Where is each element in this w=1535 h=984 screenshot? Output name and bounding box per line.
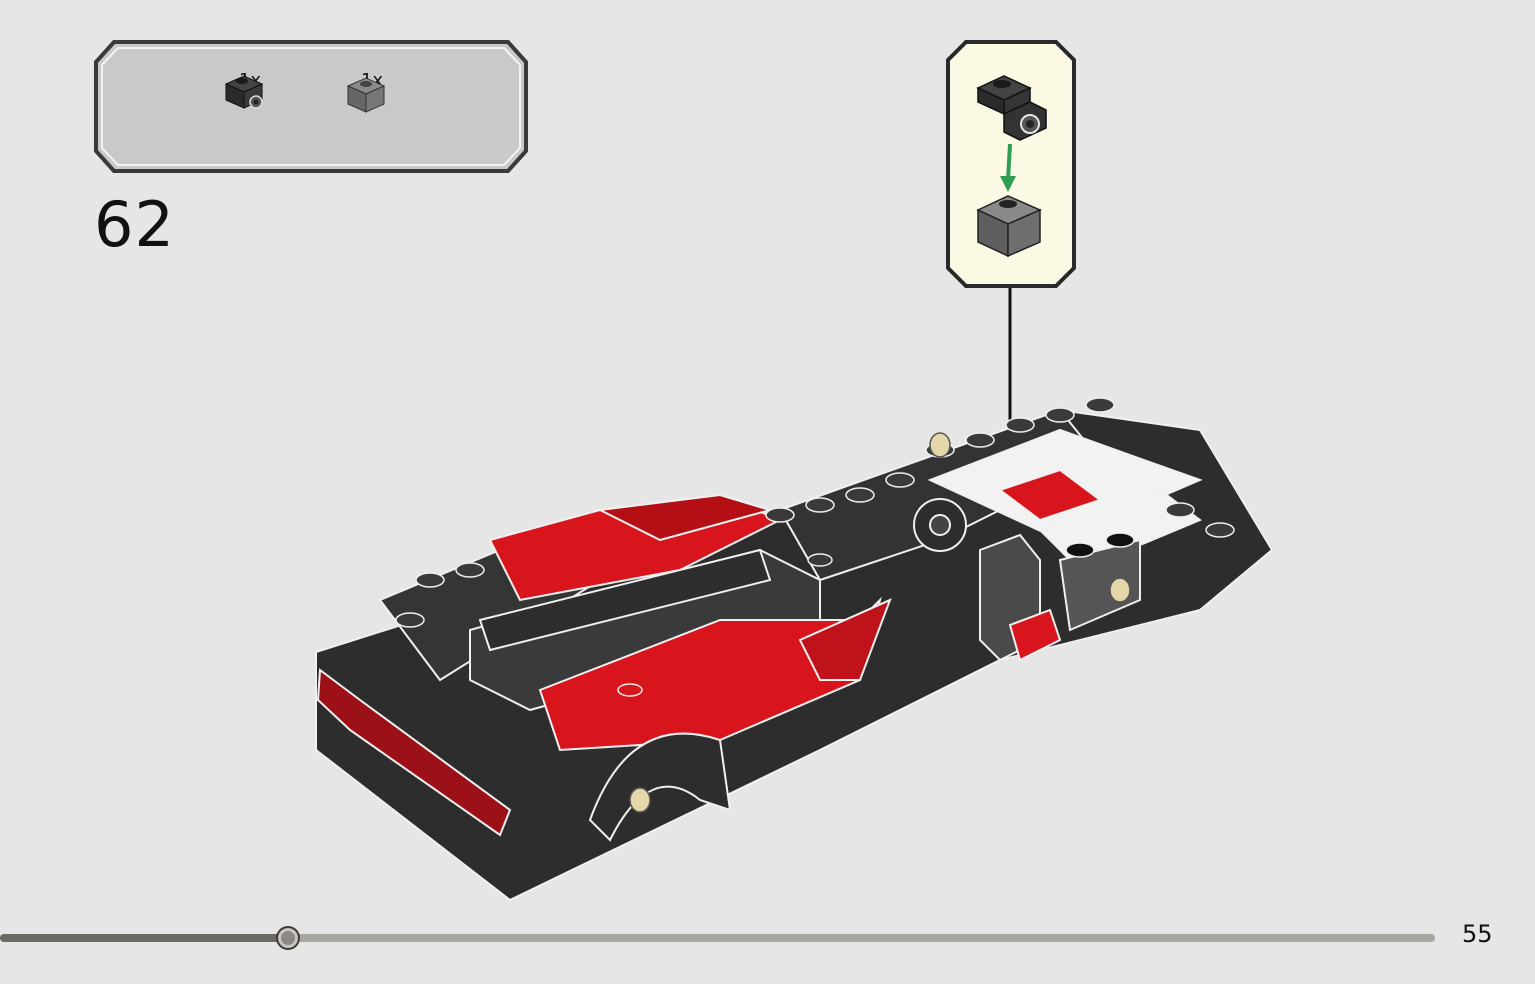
parts-list-box: 1x 1x xyxy=(94,40,528,173)
callout-gray-brick xyxy=(976,195,1042,258)
car-axle-pins xyxy=(629,432,1131,813)
green-arrow xyxy=(1006,143,1012,181)
car-model-illustration xyxy=(315,288,1274,902)
car-wheel-hub xyxy=(913,498,967,552)
page-number: 55 xyxy=(1462,920,1493,948)
car-studs xyxy=(395,397,1235,697)
dark-gray-brick-icon xyxy=(346,77,386,113)
part-item-brick: 1x xyxy=(342,70,402,113)
progress-track xyxy=(0,934,1435,942)
callout-frame xyxy=(946,40,1076,288)
black-bracket-brick-icon xyxy=(224,75,264,109)
car-chassis xyxy=(315,408,1274,902)
step-number: 62 xyxy=(94,188,175,261)
parts-box-frame xyxy=(94,40,528,173)
progress-knob[interactable] xyxy=(276,926,300,950)
progress-fill xyxy=(0,934,288,942)
callout-bracket-brick xyxy=(976,75,1047,141)
part-item-bracket: 1x xyxy=(220,70,280,109)
green-arrowhead xyxy=(1000,176,1016,192)
subassembly-callout xyxy=(946,40,1076,288)
progress-bar xyxy=(0,926,1440,950)
